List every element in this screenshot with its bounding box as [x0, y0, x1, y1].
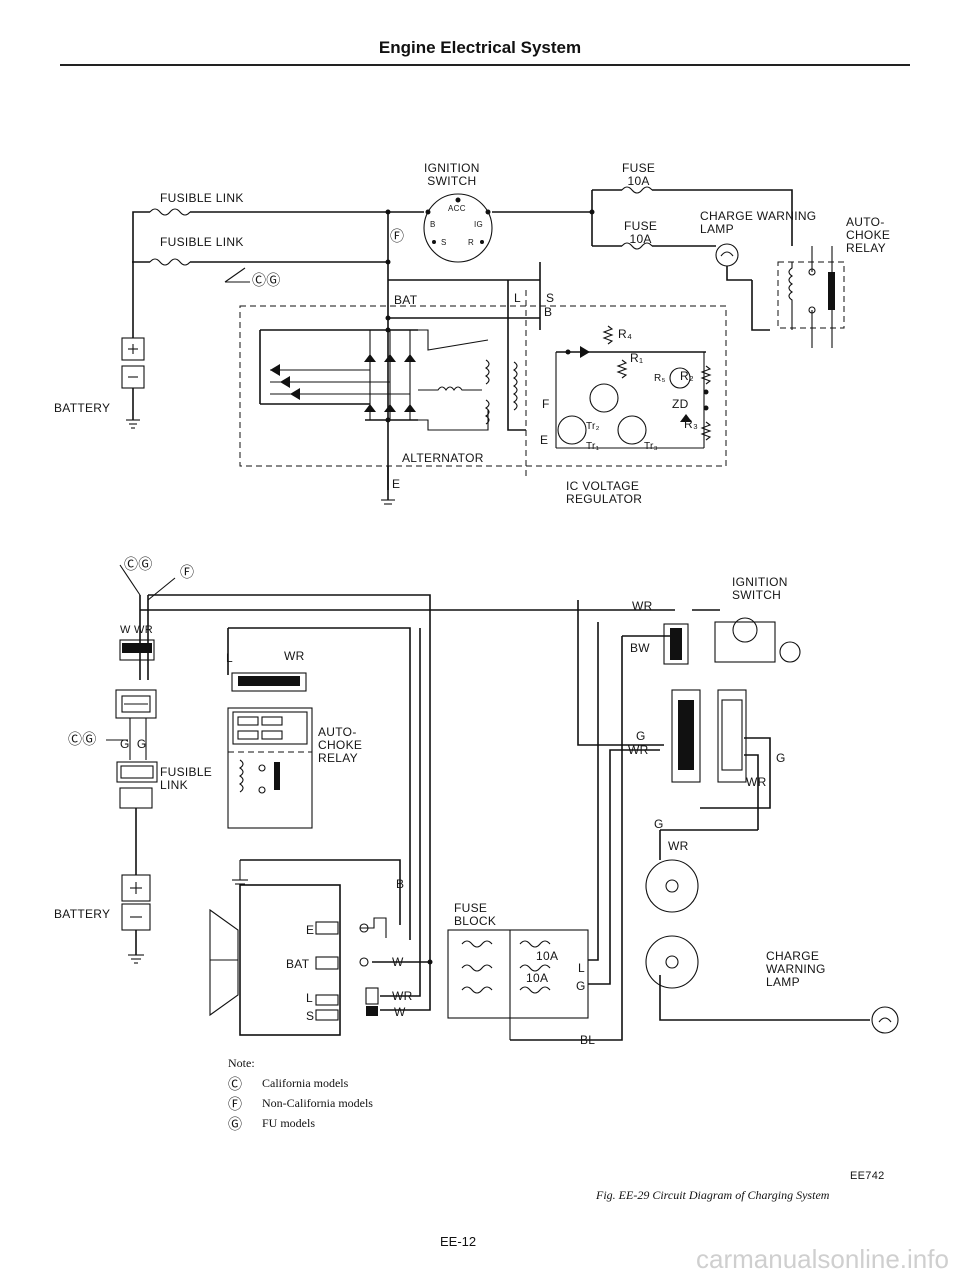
battery-label-top: BATTERY — [54, 401, 111, 415]
switch-acc-label: ACC — [448, 204, 466, 213]
w-lower-bottom-label: W — [394, 1005, 406, 1019]
bl-label: BL — [580, 1033, 596, 1047]
notes-title: Note: — [228, 1056, 255, 1070]
l-lower-label: L — [306, 991, 313, 1005]
alternator-label: ALTERNATOR — [402, 451, 484, 465]
term-l-label: L — [514, 291, 521, 305]
w-label-bottom: W — [392, 955, 404, 969]
tr1-label: Tr₁ — [586, 441, 600, 452]
ic-voltage-regulator-label: IC VOLTAGE REGULATOR — [566, 479, 643, 506]
b-label: B — [396, 877, 405, 891]
term-e-label: E — [540, 433, 549, 447]
ignition-switch-label-bottom: IGNITION SWITCH — [732, 575, 788, 602]
e-label-bottom: E — [306, 923, 315, 937]
watermark: carmanualsonline.info — [696, 1244, 949, 1274]
fuse-block-label: FUSE BLOCK — [454, 901, 497, 928]
g-right-label: G — [776, 751, 786, 765]
fusible-link-label-bottom: FUSIBLE LINK — [160, 765, 213, 792]
r3-label: R₃ — [684, 417, 699, 431]
s-lower-label: S — [306, 1009, 315, 1023]
note-symbol-noncalifornia: Ⓕ — [228, 1098, 242, 1113]
bat-label-bottom: BAT — [286, 957, 310, 971]
term-f-label: F — [542, 397, 550, 411]
fusible-link-label-1: FUSIBLE LINK — [160, 191, 244, 205]
figure-code: EE742 — [850, 1170, 885, 1182]
note-symbol-fu: Ⓖ — [228, 1118, 242, 1133]
bat-label: BAT — [394, 293, 418, 307]
fuse-top-label: FUSE 10A — [622, 161, 656, 188]
gg-label: G G — [120, 737, 147, 751]
note-text-fu: FU models — [262, 1116, 316, 1130]
battery-symbol-top — [121, 337, 145, 429]
term-s-label: S — [546, 291, 555, 305]
battery-label-bottom: BATTERY — [54, 907, 111, 921]
note-text-noncalifornia: Non-California models — [262, 1096, 373, 1110]
g-lower-label: G — [654, 817, 664, 831]
auto-choke-relay-label-top: AUTO- CHOKE RELAY — [846, 215, 891, 255]
auto-choke-relay-top — [777, 246, 845, 348]
wr-lower-label: WR — [668, 839, 689, 853]
wr-right-label: WR — [632, 599, 653, 613]
ignition-switch-top — [423, 193, 493, 263]
term-b-label: B — [544, 305, 553, 319]
r4-label: R₄ — [618, 327, 633, 341]
fuse-10a-label-2: 10A — [526, 971, 549, 985]
r2-label: R₂ — [680, 369, 694, 383]
wr-top-label: WR — [284, 649, 305, 663]
tr2-label: Tr₂ — [586, 421, 600, 432]
ignition-switch-label-top: IGNITION SWITCH — [424, 161, 480, 188]
w-wr-label: W WR — [120, 624, 153, 636]
header-rule — [60, 64, 910, 66]
code-cg-top: ⒸⒼ — [252, 272, 281, 288]
wr-right-lower-label: WR — [746, 775, 767, 789]
switch-ig-label: IG — [474, 220, 484, 229]
rx-label: R₅ — [654, 373, 666, 384]
fuse-inner-label: FUSE 10A — [624, 219, 658, 246]
code-f-bottom: Ⓕ — [180, 564, 195, 580]
switch-b-label: B — [430, 220, 436, 229]
fuse-block-g-label: G — [576, 979, 586, 993]
g-label: G — [636, 729, 646, 743]
code-f-top: Ⓕ — [390, 228, 405, 244]
ic-voltage-regulator — [555, 325, 712, 449]
wr-lower-bottom-label: WR — [392, 989, 413, 1003]
code-cg-side: ⒸⒼ — [68, 731, 97, 747]
fuse-block-l-label: L — [578, 961, 585, 975]
fuse-10a-label-1: 10A — [536, 949, 559, 963]
e-terminal-label: E — [392, 477, 401, 491]
code-cg-bottom: ⒸⒼ — [124, 556, 153, 572]
auto-choke-relay-label-bottom: AUTO- CHOKE RELAY — [318, 725, 363, 765]
figure-caption: Fig. EE-29 Circuit Diagram of Charging S… — [596, 1188, 830, 1202]
r1-label: R₁ — [630, 351, 644, 365]
page-number: EE-12 — [440, 1234, 477, 1249]
charge-warning-lamp-label-top: CHARGE WARNING LAMP — [700, 209, 817, 236]
wr-conn-label: WR — [628, 743, 649, 757]
note-text-california: California models — [262, 1076, 349, 1090]
fusible-link-label-2: FUSIBLE LINK — [160, 235, 244, 249]
switch-s-label: S — [441, 238, 447, 247]
zd-label: ZD — [672, 397, 689, 411]
tr3-label: Tr₃ — [644, 441, 659, 452]
switch-r-label: R — [468, 238, 475, 247]
bw-label: BW — [630, 641, 650, 655]
alternator-body-bottom — [209, 884, 341, 1036]
note-symbol-california: Ⓒ — [228, 1078, 242, 1093]
diode-bridge — [259, 329, 418, 421]
l-label: L — [226, 651, 233, 665]
page-title: Engine Electrical System — [378, 38, 582, 57]
charge-warning-lamp-label-bottom: CHARGE WARNING LAMP — [766, 949, 826, 989]
